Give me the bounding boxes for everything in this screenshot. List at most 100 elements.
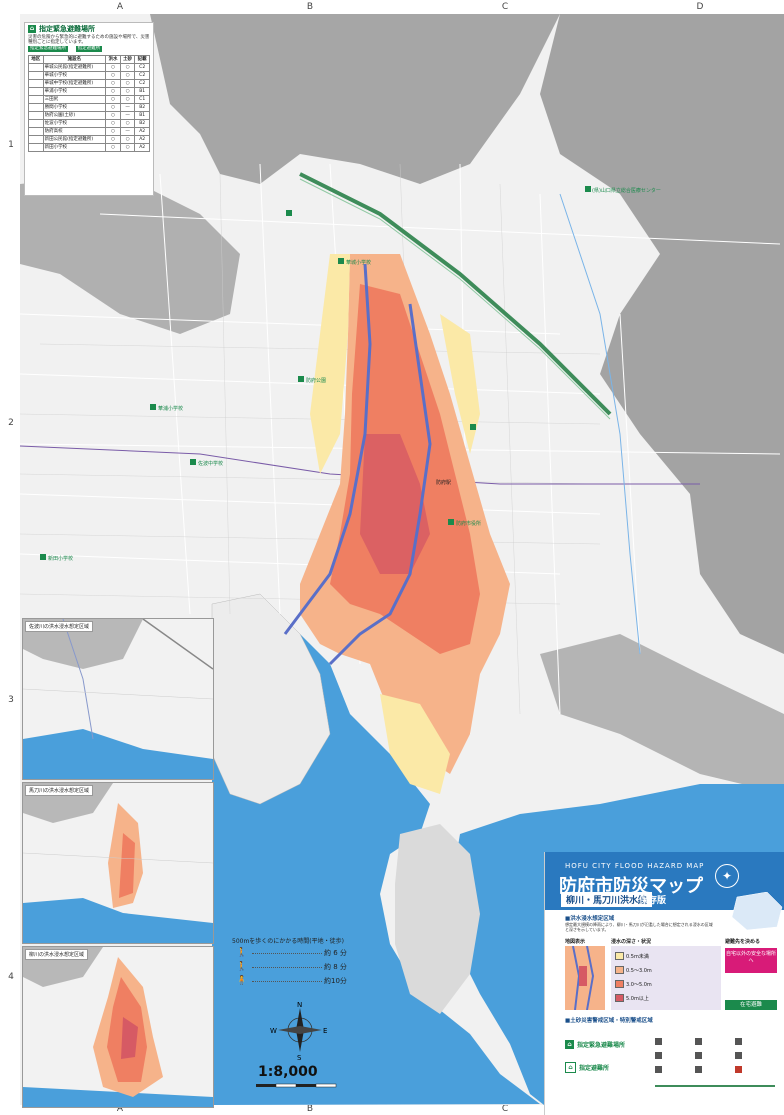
walk-row-adult: 🚶 約 6 分 [232, 948, 362, 960]
walk-row-child: 🧍 約10分 [232, 976, 362, 988]
table-cell: B1 [134, 111, 150, 120]
compass-rose: N S E W [270, 1001, 327, 1060]
label-school-2: 佐波中学校 [198, 460, 223, 467]
inset-title: 柳川の洪水浸水想定区域 [25, 949, 89, 960]
shelter-tag-2: 指定避難所 [75, 46, 103, 52]
table-row: 新田小学校○○A2 [28, 143, 150, 152]
label-school-1: 華城小学校 [346, 259, 371, 266]
table-cell: — [119, 111, 136, 120]
table-cell: ○ [105, 79, 121, 88]
mountain-east [540, 14, 784, 654]
depth-legend-item: 0.5m未満 [615, 952, 649, 960]
mountain-southeast [540, 634, 784, 794]
table-cell: ○ [119, 79, 136, 88]
th-district: 地区 [28, 55, 44, 64]
legend-designated-shelter: ⌂ 指定避難所 [565, 1062, 609, 1073]
grid-col-a-bottom: A [116, 1104, 124, 1114]
table-cell [28, 103, 44, 112]
table-cell: 勝間小学校 [42, 103, 107, 112]
table-cell: ○ [105, 71, 121, 80]
shelter-legend-note: 災害の危険から緊急的に避難するための施設や場所で、災害種別ごとに指定しています。 [28, 35, 150, 45]
expressway-inner [299, 178, 611, 420]
shelter-marker[interactable] [190, 459, 196, 465]
table-cell: B2 [134, 103, 150, 112]
inset-matogawa[interactable]: 馬刀川の洪水浸水想定区域 [22, 782, 214, 944]
shelter-tag-1: 指定緊急避難場所 [28, 46, 68, 52]
flood-zone-low-south [380, 694, 450, 794]
map-scale: 1:8,000 [258, 1064, 318, 1080]
legend-emergency-shelter: ⌂ 指定緊急避難場所 [565, 1040, 625, 1049]
table-cell: C1 [134, 95, 150, 104]
grid-row-3: 3 [8, 695, 14, 705]
shelter-marker[interactable] [470, 424, 476, 430]
depth-label: 5.0m以上 [626, 995, 649, 1002]
shelter-marker[interactable] [40, 554, 46, 560]
subtitle-bar: 柳川・馬刀川洪水編 保存版 [545, 892, 784, 908]
shelter-marker[interactable] [286, 210, 292, 216]
shelter-marker[interactable] [150, 404, 156, 410]
table-cell: ○ [105, 127, 121, 136]
grid-col-a: A [116, 2, 124, 12]
grid-row-1: 1 [8, 140, 14, 150]
flood-section-text: 想定最大規模の降雨により、柳川・馬刀川が氾濫した場合に想定される浸水の区域と深さ… [565, 922, 713, 932]
table-cell: A2 [134, 143, 150, 152]
facility-icon-legend [655, 1038, 775, 1087]
shelter-marker[interactable] [585, 186, 591, 192]
label-hospital: (県)山口県立総合医療センター [592, 187, 661, 194]
table-row: 華城小学校○○C2 [28, 71, 150, 80]
walk-time-value: 約10分 [324, 977, 347, 985]
landslide-section-title: ■土砂災害警戒区域・特別警戒区域 [565, 1018, 653, 1024]
evac-home-button[interactable]: 在宅避難 [725, 1000, 777, 1010]
compass-n: N [297, 1001, 302, 1009]
table-cell [28, 143, 44, 152]
shelter-marker[interactable] [338, 258, 344, 264]
table-cell [28, 127, 44, 136]
title-japanese: 防府市防災マップ [559, 876, 703, 897]
depth-legend: 0.5m未満 0.5〜3.0m 3.0〜5.0m 5.0m以上 [611, 946, 721, 1010]
th-grid: 記載 [134, 55, 150, 64]
inset-map [23, 947, 213, 1107]
table-cell: 新田小学校 [42, 143, 107, 152]
designated-shelter-label: 指定避難所 [579, 1065, 610, 1072]
shelter-icon: ⌂ [28, 25, 36, 33]
title-banner: HOFU CITY FLOOD HAZARD MAP 防府市防災マップ ✦ 柳川… [545, 852, 784, 910]
table-cell: B2 [134, 119, 150, 128]
table-cell: 華城中学校(指定避難所) [42, 79, 107, 88]
river-yanagi [283, 263, 372, 635]
table-cell [28, 63, 44, 72]
table-cell: — [119, 103, 136, 112]
grid-col-b-bottom: B [306, 1104, 314, 1114]
depth-legend-item: 3.0〜5.0m [615, 980, 652, 988]
shelter-marker[interactable] [448, 519, 454, 525]
mountain-north [150, 14, 560, 184]
shelter-legend: ⌂ 指定緊急避難場所 災害の危険から緊急的に避難するための施設や場所で、災害種別… [24, 22, 154, 196]
table-row: 勝間小学校○—B2 [28, 103, 150, 112]
inset-yanagi[interactable]: 柳川の洪水浸水想定区域 [22, 946, 214, 1108]
shelter-marker[interactable] [298, 376, 304, 382]
shelter-table-header: 地区 施設名 洪水 土砂 記載 [28, 55, 150, 64]
table-cell: A2 [134, 127, 150, 136]
label-school-3: 華浦小学校 [158, 405, 183, 412]
table-row: 華城中学校(指定避難所)○○C2 [28, 79, 150, 88]
flood-zone-vhigh [360, 434, 430, 574]
mountain-west [20, 174, 240, 334]
table-cell: ○ [105, 87, 121, 96]
designated-shelter-icon: ⌂ [565, 1062, 576, 1073]
table-cell: A2 [134, 135, 150, 144]
inset-map [23, 783, 213, 943]
river-east [559, 193, 641, 655]
label-city-hall: 防府市役所 [456, 520, 481, 527]
evac-safe-place-button[interactable]: 自宅以外の安全な場所へ [725, 948, 777, 973]
inset-sabagawa[interactable]: 佐波川の洪水浸水想定区域 [22, 618, 214, 780]
table-cell: 防府高校 [42, 127, 107, 136]
table-cell [28, 135, 44, 144]
grid-row-4: 4 [8, 972, 14, 982]
shelter-legend-header: ⌂ 指定緊急避難場所 [25, 23, 153, 35]
depth-legend-item: 5.0m以上 [615, 994, 649, 1002]
grid-col-c: C [501, 2, 509, 12]
table-cell [28, 87, 44, 96]
railway [19, 445, 700, 485]
depth-legend-item: 0.5〜3.0m [615, 966, 652, 974]
table-cell: ○ [119, 63, 136, 72]
